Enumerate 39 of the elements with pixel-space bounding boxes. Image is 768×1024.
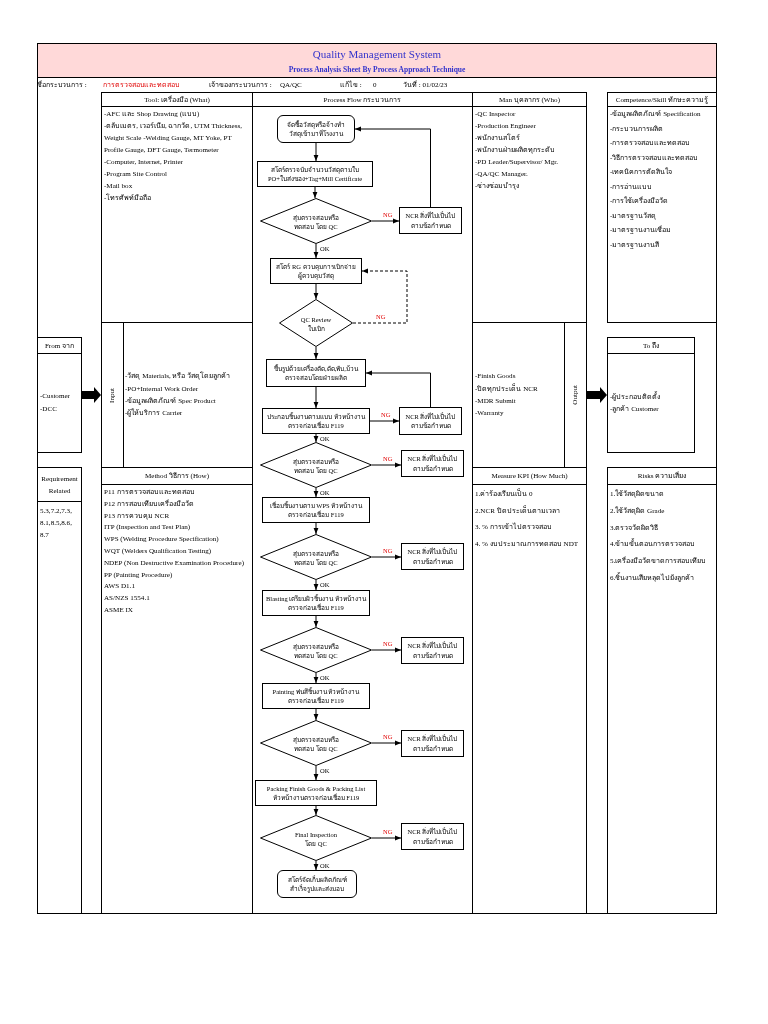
requirements-panel: [37, 467, 82, 914]
arrow: [313, 386, 319, 409]
arrow: [371, 218, 400, 224]
block-arrow: [82, 387, 101, 403]
arrow: [313, 283, 319, 300]
arrow: [313, 579, 319, 591]
output-panel: [472, 322, 587, 468]
arrow: [313, 346, 319, 360]
block-arrow: [587, 387, 607, 403]
arrow: [313, 805, 319, 816]
arrow: [354, 126, 431, 208]
arrow: [371, 647, 402, 653]
arrow: [313, 487, 319, 498]
tools-panel: [101, 92, 253, 323]
kpi-panel: [472, 467, 587, 914]
method-panel: [101, 467, 253, 914]
source-panel: [37, 337, 82, 453]
arrow: [313, 615, 319, 628]
arrow: [371, 462, 402, 468]
arrow: [313, 522, 319, 535]
title: Quality Management System: [312, 48, 442, 61]
arrow: [313, 142, 319, 162]
risks-panel: [607, 467, 717, 914]
arrow: [313, 433, 319, 443]
arrow: [371, 740, 402, 746]
arrow: [313, 243, 319, 259]
arrow: [313, 765, 319, 781]
staff-panel: [472, 92, 587, 323]
arrow: [312, 186, 318, 199]
arrow: [313, 708, 319, 721]
arrow: [371, 835, 402, 841]
dashed-arrow: [352, 268, 408, 324]
arrow: [313, 672, 319, 684]
arrow: [313, 860, 319, 871]
destination-panel: [607, 337, 695, 453]
skills-panel: [607, 92, 717, 323]
arrow: [369, 418, 400, 424]
arrow: [365, 370, 431, 408]
arrow: [371, 554, 402, 560]
